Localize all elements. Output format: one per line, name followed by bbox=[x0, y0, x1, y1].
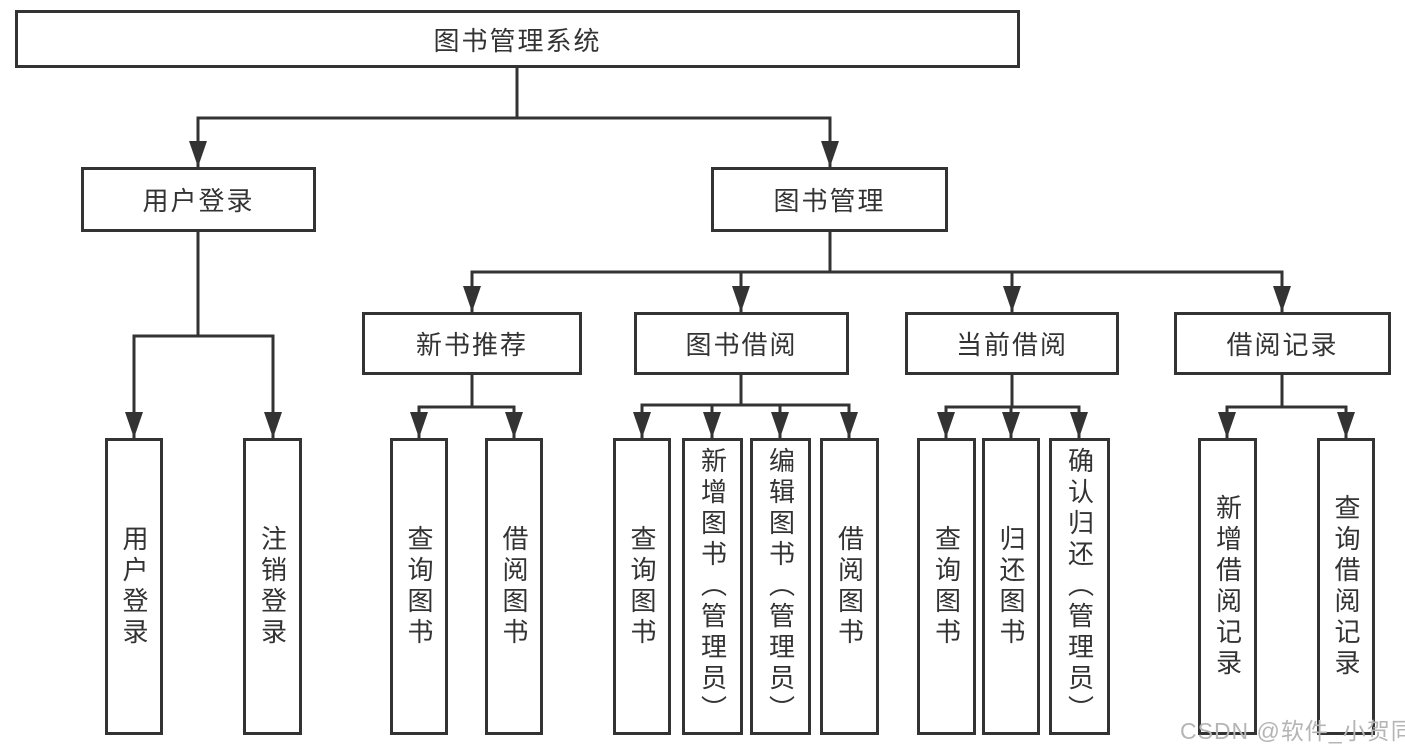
node-query-borrow-record: 查询借阅记录 bbox=[1317, 438, 1375, 735]
node-borrowing-records: 借阅记录 bbox=[1174, 312, 1391, 375]
node-label: 用户登录 bbox=[142, 186, 255, 216]
node-library-management-system: 图书管理系统 bbox=[15, 10, 1020, 68]
node-user-login-module: 用户登录 bbox=[81, 167, 316, 232]
node-label: 归还图书 bbox=[996, 524, 1026, 649]
node-confirm-return-admin: 确认归还（管理员） bbox=[1049, 438, 1110, 735]
node-label: 新增图书（管理员） bbox=[697, 447, 728, 726]
node-label: 当前借阅 bbox=[955, 330, 1068, 360]
node-add-books-admin: 新增图书（管理员） bbox=[682, 438, 743, 735]
node-query-books-recommend: 查询图书 bbox=[390, 438, 448, 735]
node-label: 查询图书 bbox=[404, 524, 434, 649]
node-label: 确认归还（管理员） bbox=[1064, 447, 1095, 726]
node-borrow-books: 借阅图书 bbox=[820, 438, 879, 735]
node-logout: 注销登录 bbox=[243, 438, 302, 735]
node-label: 查询图书 bbox=[931, 524, 962, 649]
node-borrow-books-recommend: 借阅图书 bbox=[485, 438, 543, 735]
node-edit-books-admin: 编辑图书（管理员） bbox=[750, 438, 811, 735]
node-label: 新增借阅记录 bbox=[1212, 493, 1243, 680]
node-label: 用户登录 bbox=[119, 524, 149, 649]
node-label: 借阅记录 bbox=[1226, 330, 1339, 360]
node-label: 图书管理 bbox=[773, 186, 886, 216]
node-query-books-current: 查询图书 bbox=[917, 438, 976, 735]
node-add-borrow-record: 新增借阅记录 bbox=[1198, 438, 1257, 735]
node-label: 借阅图书 bbox=[499, 524, 529, 649]
node-return-books: 归还图书 bbox=[982, 438, 1040, 735]
node-book-borrowing: 图书借阅 bbox=[634, 312, 849, 375]
node-label: 查询图书 bbox=[627, 524, 657, 649]
node-label: 图书管理系统 bbox=[433, 25, 602, 56]
node-label: 编辑图书（管理员） bbox=[765, 447, 796, 726]
node-label: 图书借阅 bbox=[685, 330, 798, 360]
node-label: 新书推荐 bbox=[415, 330, 528, 360]
node-label: 借阅图书 bbox=[834, 524, 865, 649]
node-book-management-module: 图书管理 bbox=[711, 167, 948, 232]
node-label: 查询借阅记录 bbox=[1331, 493, 1361, 680]
node-current-borrowing: 当前借阅 bbox=[905, 312, 1119, 375]
csdn-watermark: CSDN @软件_小贺同学 bbox=[1180, 718, 1405, 744]
node-query-books-borrowing: 查询图书 bbox=[613, 438, 671, 735]
node-label: 注销登录 bbox=[257, 524, 288, 649]
node-user-login: 用户登录 bbox=[105, 438, 163, 735]
node-new-book-recommendation: 新书推荐 bbox=[362, 312, 582, 375]
